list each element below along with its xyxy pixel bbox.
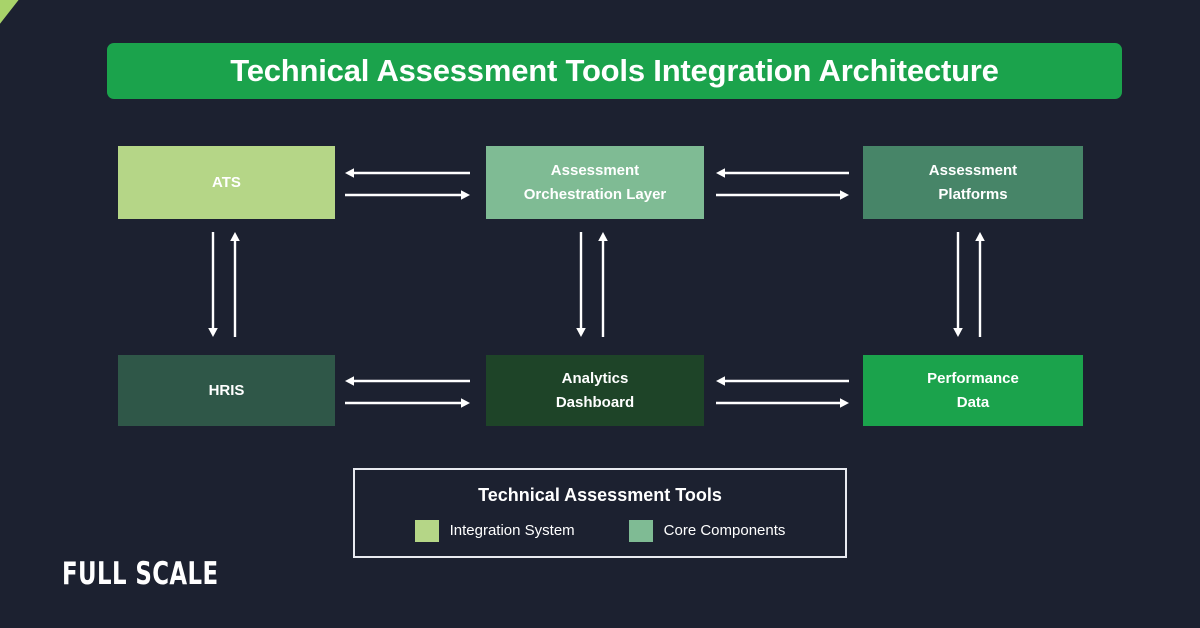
diagram-node-hris[interactable]: HRIS — [118, 355, 335, 426]
legend-swatch-icon — [628, 519, 653, 542]
legend-box: Technical Assessment Tools Integration S… — [353, 468, 847, 558]
arrow-ats-hris-down — [206, 232, 220, 337]
arrow-platforms-performance-down — [951, 232, 965, 337]
arrow-orchestration-analytics-down — [574, 232, 588, 337]
arrow-performance-platforms-up — [973, 232, 987, 337]
arrow-orchestration-platforms-right — [716, 188, 849, 202]
legend-item-label: Core Components — [663, 522, 786, 539]
legend-item-core-components: Core Components — [628, 519, 786, 542]
arrow-hris-analytics-left — [345, 374, 470, 388]
arrow-orchestration-platforms-left — [716, 166, 849, 180]
legend-item-integration-system: Integration System — [414, 519, 575, 542]
arrow-hris-analytics-right — [345, 396, 470, 410]
page-title-bar: Technical Assessment Tools Integration A… — [107, 43, 1122, 99]
corner-decoration — [0, 0, 110, 110]
legend-swatch-icon — [414, 519, 439, 542]
arrow-analytics-performance-left — [716, 374, 849, 388]
arrow-analytics-orchestration-up — [596, 232, 610, 337]
arrow-ats-orchestration-left — [345, 166, 470, 180]
page-title: Technical Assessment Tools Integration A… — [230, 53, 999, 88]
arrow-analytics-performance-right — [716, 396, 849, 410]
arrow-hris-ats-up — [228, 232, 242, 337]
corner-stripe-light — [0, 0, 42, 110]
diagram-node-label: ATS — [212, 173, 241, 191]
brand-logo: FULL SCALE — [62, 556, 219, 592]
legend-title: Technical Assessment Tools — [478, 484, 722, 505]
legend-item-label: Integration System — [449, 522, 575, 539]
diagram-node-label: HRIS — [208, 381, 245, 399]
diagram-node-ats[interactable]: ATS — [118, 146, 335, 219]
legend-items: Integration System Core Components — [414, 519, 786, 542]
arrow-ats-orchestration-right — [345, 188, 470, 202]
